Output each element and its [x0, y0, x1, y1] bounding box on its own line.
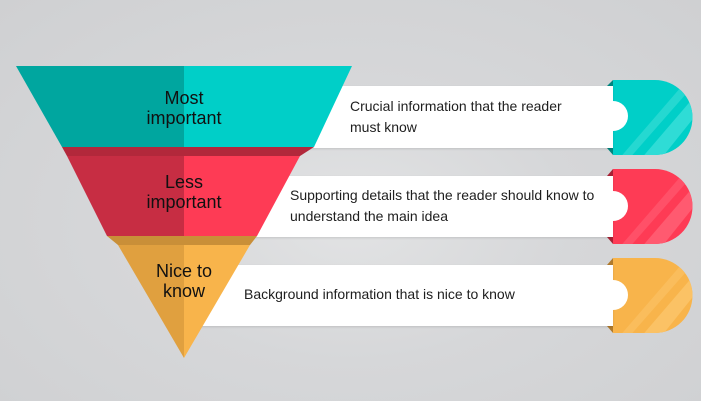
level-1-label: Most important [114, 88, 254, 128]
fold-top-2 [607, 169, 613, 176]
level-2-label: Less important [114, 172, 254, 212]
level-2-label-line2: important [146, 192, 222, 212]
level-1-description-line2: must know [350, 119, 417, 135]
fold-top-1 [607, 80, 613, 86]
level-1-description-line1: Crucial information that the reader [350, 98, 562, 114]
cap-orange-icon [613, 258, 693, 333]
fold-bottom-1 [607, 148, 613, 155]
fold-bottom-3 [607, 326, 613, 333]
level-1-description: Crucial information that the reader must… [350, 96, 562, 138]
level-1-label-line2: important [146, 108, 222, 128]
level-3-label-line2: know [162, 281, 206, 301]
level-2-description-line2: understand the main idea [290, 208, 448, 224]
funnel-level-1 [16, 66, 352, 147]
level-2-description-line1: Supporting details that the reader shoul… [290, 187, 595, 203]
fold-top-3 [607, 258, 613, 265]
level-3-label-line1: Nice to [155, 261, 213, 281]
level-1-label-line1: Most [164, 88, 204, 108]
level-3-description-line1: Background information that is nice to k… [244, 286, 515, 302]
level-2-description: Supporting details that the reader shoul… [290, 185, 594, 227]
fold-bottom-2 [607, 237, 613, 244]
level-2-label-line1: Less [164, 172, 204, 192]
level-3-card [190, 258, 693, 333]
level-3-label: Nice to know [114, 261, 254, 301]
level-3-description: Background information that is nice to k… [244, 284, 515, 305]
funnel-level-2 [62, 147, 314, 236]
funnel-level-3 [107, 236, 257, 358]
